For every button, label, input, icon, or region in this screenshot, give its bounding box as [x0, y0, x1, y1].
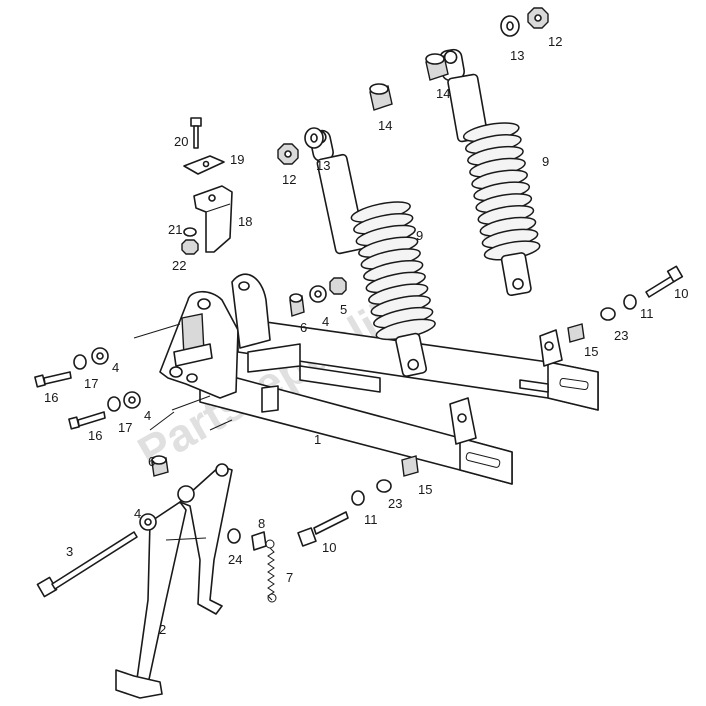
- washer-24: [227, 528, 241, 544]
- callout-14b: 14: [436, 86, 450, 101]
- nut-12-right: [527, 7, 549, 29]
- callout-15a: 15: [584, 344, 598, 359]
- leader-lines: [133, 323, 233, 431]
- bushing-14-left: [369, 83, 393, 111]
- washer-4-stand: [139, 513, 157, 531]
- bolt-16-lower: [68, 411, 106, 430]
- nut-12-left: [277, 143, 299, 165]
- callout-4c: 4: [134, 506, 141, 521]
- callout-10b: 10: [322, 540, 336, 555]
- bushing-14-right: [425, 53, 449, 81]
- washer-4-left-upper: [91, 347, 109, 365]
- axle-3: [36, 531, 138, 598]
- washer-13-left: [304, 127, 324, 149]
- callout-17a: 17: [84, 376, 98, 391]
- bolt-20: [190, 117, 202, 149]
- callout-22: 22: [172, 258, 186, 273]
- bushing-6-lower: [151, 455, 169, 477]
- callout-17b: 17: [118, 420, 132, 435]
- callout-1: 1: [314, 432, 321, 447]
- spring-7: [265, 539, 277, 603]
- callout-21: 21: [168, 222, 182, 237]
- washer-17-lower: [107, 396, 121, 412]
- bushing-8: [251, 531, 267, 551]
- callout-4a: 4: [112, 360, 119, 375]
- callout-18: 18: [238, 214, 252, 229]
- callout-23a: 23: [614, 328, 628, 343]
- bolt-10-lower: [297, 511, 349, 547]
- callout-13b: 13: [510, 48, 524, 63]
- callout-4b: 4: [144, 408, 151, 423]
- washer-21: [183, 227, 197, 237]
- washer-17-upper: [73, 354, 87, 370]
- shock-absorber-near: [309, 129, 436, 377]
- callout-2: 2: [159, 622, 166, 637]
- callout-19: 19: [230, 152, 244, 167]
- bolt-16-upper: [34, 371, 72, 388]
- bushing-15-lower: [401, 455, 419, 477]
- callout-5: 5: [340, 302, 347, 317]
- callout-16b: 16: [88, 428, 102, 443]
- callout-12b: 12: [548, 34, 562, 49]
- callout-4d: 4: [322, 314, 329, 329]
- callout-12a: 12: [282, 172, 296, 187]
- bushing-6-upper: [289, 293, 305, 317]
- washer-11-lower: [351, 490, 365, 506]
- callout-14a: 14: [378, 118, 392, 133]
- callout-6a: 6: [300, 320, 307, 335]
- callout-15b: 15: [418, 482, 432, 497]
- nut-22: [181, 239, 199, 255]
- callout-6b: 6: [148, 454, 155, 469]
- washer-23-right: [600, 307, 616, 321]
- coil-spring-far: [462, 122, 541, 261]
- callout-20: 20: [174, 134, 188, 149]
- bracket-18: [193, 185, 233, 253]
- washer-4-upper: [309, 285, 327, 303]
- callout-24: 24: [228, 552, 242, 567]
- center-stand: [115, 463, 233, 699]
- coil-spring-near: [350, 201, 436, 341]
- callout-16a: 16: [44, 390, 58, 405]
- washer-4-left-lower: [123, 391, 141, 409]
- nut-5: [329, 277, 347, 295]
- callout-23b: 23: [388, 496, 402, 511]
- bushing-15-right: [567, 323, 585, 343]
- callout-9a: 9: [416, 228, 423, 243]
- callout-7: 7: [286, 570, 293, 585]
- callout-8: 8: [258, 516, 265, 531]
- washer-23-lower: [376, 479, 392, 493]
- callout-13a: 13: [316, 158, 330, 173]
- callout-9b: 9: [542, 154, 549, 169]
- plate-19: [183, 155, 225, 175]
- callout-3: 3: [66, 544, 73, 559]
- washer-13-right: [500, 15, 520, 37]
- callout-11b: 11: [364, 512, 378, 527]
- bolt-10-right: [645, 265, 684, 298]
- callout-labels: 1 2 3 4 4 4 4 5 6 6 7 8 9 9 10 10 11 11 …: [44, 34, 688, 637]
- shock-absorber-far: [439, 48, 541, 297]
- callout-11a: 11: [640, 306, 654, 321]
- callout-10a: 10: [674, 286, 688, 301]
- swingarm-frame: [159, 273, 599, 485]
- washer-11-right: [623, 294, 637, 310]
